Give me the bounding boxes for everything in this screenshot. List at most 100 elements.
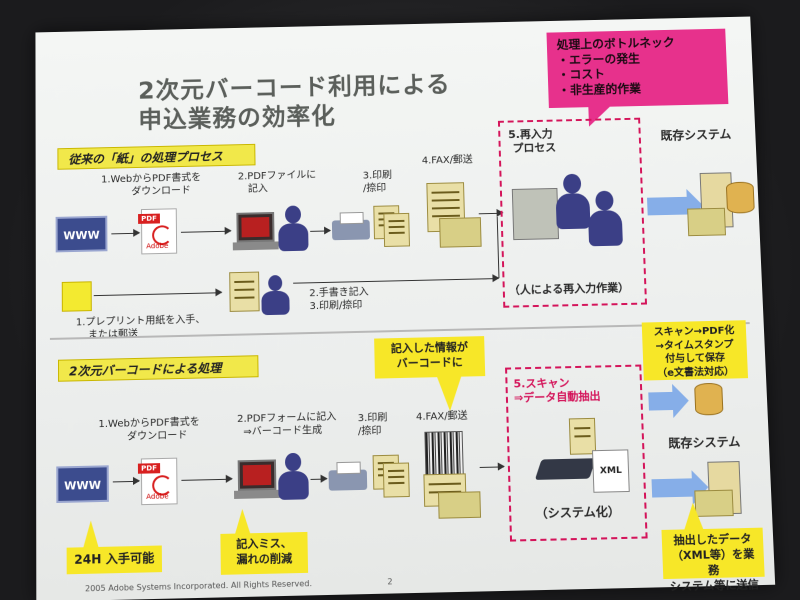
top-alt2-line2: 3.印刷/捺印 [309, 299, 363, 312]
top-step2-line2: 記入 [247, 183, 268, 195]
flow-arrow [181, 478, 232, 481]
bottom-step5-label: 5.スキャン ⇒データ自動抽出 [513, 375, 600, 405]
manual-reentry-label: （人による再入力作業） [508, 281, 630, 297]
bottom-step2-line2: ⇒バーコード生成 [243, 424, 323, 438]
database-icon [725, 181, 755, 214]
error-reduction-box: 記入ミス、 漏れの削減 [220, 531, 309, 575]
error-reduction-line2: 漏れの削減 [236, 551, 293, 567]
www-icon: WWW [56, 465, 109, 504]
scanner-icon [534, 458, 596, 480]
bottom-step3-line1: 3.印刷 [357, 412, 388, 425]
slide-title: 2次元バーコード利用による 申込業務の効率化 [138, 70, 452, 135]
top-step2-line1: 2.PDFファイルに [237, 169, 317, 183]
error-reduction-line1: 記入ミス、 [236, 536, 292, 551]
top-step3-line2: /捺印 [362, 182, 387, 194]
bottom-step3-label: 3.印刷 /捺印 [358, 412, 388, 438]
xml-file-icon: XML [592, 449, 630, 493]
operator-person-icon [587, 190, 623, 247]
printer-icon [328, 461, 368, 491]
extracted-data-line2: （XML等）を業務 [671, 547, 755, 577]
flow-arrow [112, 480, 140, 483]
title-line-2: 申込業務の効率化 [138, 102, 337, 134]
printer-icon [331, 211, 371, 241]
flow-arrow [111, 232, 140, 235]
section-band-barcode: 2次元バーコードによる処理 [57, 355, 259, 382]
systemized-label: （システム化） [535, 504, 621, 521]
top-step3-line1: 3.印刷 [362, 170, 393, 182]
availability-pointer [82, 520, 100, 550]
section-band-legacy: 従来の「紙」の処理プロセス [57, 143, 256, 170]
laptop-icon [232, 211, 279, 251]
bottom-step5-line2: ⇒データ自動抽出 [513, 389, 601, 405]
page-number: 2 [387, 577, 393, 587]
laptop-icon [234, 459, 281, 499]
person-icon [278, 205, 309, 252]
www-icon: WWW [55, 215, 108, 253]
barcode-note-box: 記入した情報が バーコードに [374, 336, 486, 379]
top-alt2-label: 2.手書き記入 3.印刷/捺印 [309, 287, 369, 313]
bottleneck-callout: 処理上のボトルネック ・エラーの発生 ・コスト ・非生産的作業 [546, 28, 729, 109]
bottom-step2-label: 2.PDFフォームに記入 ⇒バーコード生成 [237, 412, 337, 439]
flow-arrow [93, 292, 222, 297]
top-step1-label: 1.WebからPDF書式を ダウンロード [101, 172, 201, 199]
top-existing-system-label: 既存システム [660, 127, 732, 143]
barcode-note-line1: 記入した情報が [390, 340, 469, 356]
copyright-text: 2005 Adobe Systems Incorporated. All Rig… [85, 578, 313, 594]
2d-barcode-icon [424, 430, 464, 477]
flow-arrow [478, 212, 503, 215]
barcode-note-line2: バーコードに [396, 355, 463, 370]
to-existing-system-arrow [651, 478, 693, 498]
extracted-data-line3: システム等に送信 [669, 577, 760, 593]
adobe-label: Adobe [146, 241, 169, 251]
top-step5-line1: 5.再入力 [508, 127, 553, 142]
flow-arrow [310, 230, 331, 232]
extracted-data-pointer [682, 502, 705, 532]
person-icon [261, 275, 290, 316]
bottom-step4-label: 4.FAX/郵送 [415, 410, 468, 423]
barcode-note-pointer [437, 376, 463, 412]
envelope-icon [439, 217, 482, 248]
computer-icon [511, 187, 560, 241]
bottom-step1-label: 1.WebからPDF書式を ダウンロード [98, 417, 200, 445]
archive-database-icon [694, 382, 724, 416]
bottom-step3-line2: /捺印 [357, 425, 382, 437]
envelope-icon [437, 491, 482, 519]
top-step1-line2: ダウンロード [131, 184, 191, 198]
envelope-icon [687, 207, 727, 237]
preprint-form-icon [61, 281, 92, 312]
operator-person-icon [555, 173, 591, 230]
paper-doc-icon [383, 212, 410, 247]
extracted-data-box: 抽出したデータ （XML等）を業務 システム等に送信 [661, 527, 765, 593]
error-reduction-pointer [234, 508, 251, 536]
slide: 2次元バーコード利用による 申込業務の効率化 処理上のボトルネック ・エラーの発… [35, 16, 776, 600]
pdf-tag: PDF [137, 463, 161, 474]
top-step2-label: 2.PDFファイルに 記入 [238, 170, 317, 196]
bottom-existing-system-label: 既存システム [668, 434, 741, 451]
scan-pdf-line4: （e文書法対応） [656, 365, 735, 379]
top-step3-label: 3.印刷 /捺印 [363, 170, 393, 195]
pdf-document-icon: PDF Adobe [137, 457, 178, 506]
top-step5-label: 5.再入力 プロセス [508, 127, 556, 155]
flow-arrow [293, 278, 499, 284]
top-step4-label: 4.FAX/郵送 [421, 154, 473, 167]
adobe-label: Adobe [146, 492, 169, 501]
scan-pdf-line2: →タイムスタンプ [655, 338, 734, 352]
pdf-tag: PDF [138, 213, 160, 224]
top-step5-line2: プロセス [512, 140, 557, 155]
availability-box: 24H 入手可能 [66, 545, 163, 575]
to-archive-arrow [648, 391, 674, 411]
pdf-document-icon: PDF Adobe [138, 208, 178, 255]
bottom-step1-line2: ダウンロード [127, 429, 188, 443]
scan-pdf-line1: スキャン→PDF化 [653, 325, 735, 339]
flow-arrow [310, 478, 327, 480]
flow-arrow [479, 466, 504, 468]
flow-connector [496, 216, 500, 279]
paper-doc-icon [382, 462, 410, 498]
paper-doc-icon [229, 271, 260, 312]
flow-arrow [180, 230, 231, 233]
scan-pdf-note-box: スキャン→PDF化 →タイムスタンプ 付与して保存 （e文書法対応） [641, 320, 749, 381]
to-existing-system-arrow [647, 196, 688, 216]
callout-item-3: ・非生産的作業 [557, 81, 642, 97]
person-icon [278, 452, 309, 500]
